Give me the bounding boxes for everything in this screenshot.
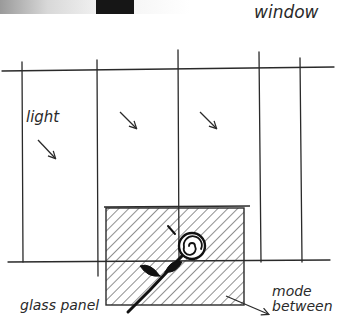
rose-petals	[184, 236, 202, 255]
frame-mullion	[259, 52, 261, 262]
photo-dark-block	[96, 0, 134, 14]
sketch-label: light	[26, 110, 86, 126]
frame-mullion	[97, 60, 98, 276]
rose-stem	[128, 256, 182, 312]
sketch-label: window	[254, 4, 338, 22]
rose-leaf	[165, 261, 182, 272]
light-arrow	[200, 112, 216, 128]
frame-top-line	[2, 67, 334, 71]
rose-sketch	[128, 226, 205, 312]
sketch-label: glass panel	[20, 298, 150, 313]
photo-strip	[0, 0, 190, 14]
panel-top-edge	[104, 206, 250, 207]
glass-panel	[106, 208, 244, 305]
rose-thorn	[168, 226, 175, 234]
rose-head	[179, 233, 205, 259]
rose-leaf	[140, 265, 160, 276]
light-arrow	[120, 112, 136, 128]
frame-mullion	[22, 62, 23, 262]
sketch-label: mode between	[272, 284, 334, 313]
light-arrow	[38, 140, 55, 158]
frame-mullion	[300, 58, 302, 262]
light-arrows	[38, 112, 216, 158]
leader-arrow	[226, 296, 268, 314]
